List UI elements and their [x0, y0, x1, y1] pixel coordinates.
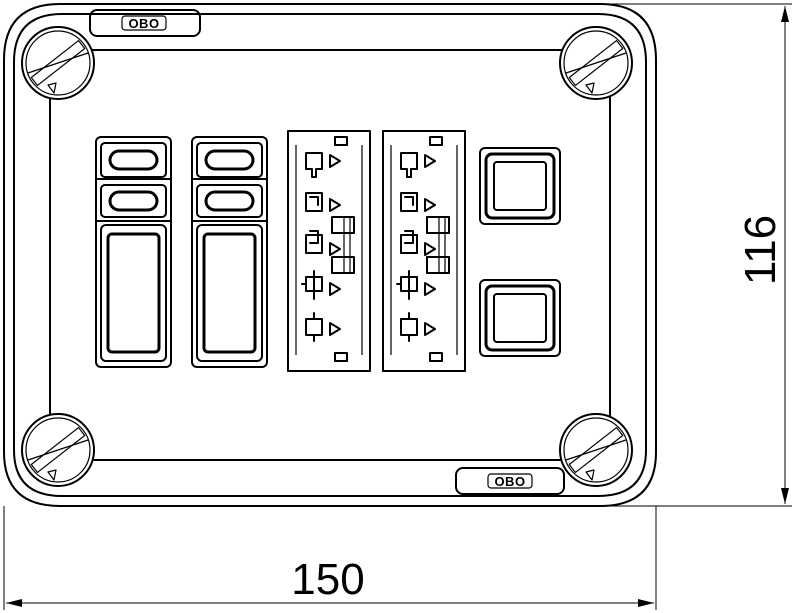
square-button-1 — [478, 146, 562, 226]
brand-logo-top: OBO — [128, 16, 159, 31]
height-dimension-label: 116 — [736, 215, 785, 285]
terminal-block-2 — [382, 130, 466, 372]
corner-screw-bottom-right — [559, 413, 633, 487]
width-arrow-left — [6, 599, 22, 607]
height-arrow-bottom — [781, 488, 789, 504]
logo-plate-top — [89, 9, 201, 37]
terminal-block-1 — [287, 130, 371, 372]
height-arrow-top — [781, 6, 789, 22]
mounting-plate — [49, 49, 611, 461]
square-button-2 — [478, 278, 562, 358]
width-dimension-label: 150 — [291, 555, 364, 604]
corner-screw-top-right — [559, 26, 633, 100]
fuse-holder-2 — [190, 135, 269, 369]
width-arrow-right — [638, 599, 654, 607]
corner-screw-bottom-left — [21, 413, 95, 487]
housing-inner-outline — [13, 13, 647, 497]
brand-logo-bottom: OBO — [494, 474, 525, 489]
logo-plate-bottom — [455, 467, 565, 495]
corner-screw-top-left — [21, 26, 95, 100]
fuse-holder-1 — [94, 135, 173, 369]
